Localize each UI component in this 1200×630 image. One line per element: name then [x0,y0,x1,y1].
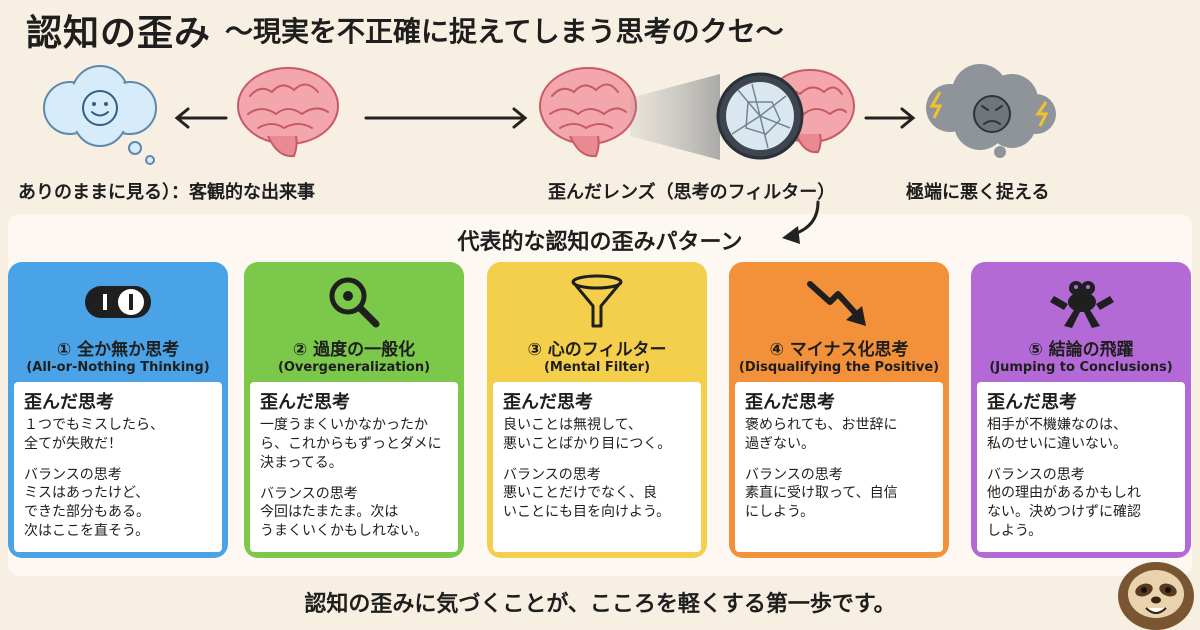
card-header: ④ マイナス化思考 (Disqualifying the Positive) [729,262,949,382]
flow-label-objective: ありのままに見る）：客観的な出来事 [18,182,315,203]
card-body: 歪んだ思考 １つでもミスしたら、 全てが失敗だ！ バランスの思考 ミスはあったけ… [14,382,222,552]
card-header: ② 過度の一般化 (Overgeneralization) [244,262,464,382]
pattern-card-disqualifying-positive: ④ マイナス化思考 (Disqualifying the Positive) 歪… [729,262,949,558]
balanced-thought: ミスはあったけど、 できた部分もある。 次はここを直そう。 [24,485,150,539]
arrow-right-icon [864,107,916,129]
distorted-label: 歪んだ思考 [745,392,835,413]
flow-label-negative: 極端に悪く捉える [906,182,1050,203]
title-main: 認知の歪み [26,13,212,54]
cracked-lens-icon [716,72,804,160]
card-body: 歪んだ思考 一度うまくいかなかったか ら、これからもずっとダメに 決まってる。 … [250,382,458,552]
card-title: ④ マイナス化思考 [769,340,909,360]
toggle-switch-icon [8,272,228,332]
card-body: 歪んだ思考 相手が不機嫌なのは、 私のせいに違いない。 バランスの思考 他の理由… [977,382,1185,552]
card-english-title: (Disqualifying the Positive) [738,360,940,375]
balanced-label: バランスの思考 [503,467,601,483]
title-subtitle: 〜現実を不正確に捉えてしまう思考のクセ〜 [225,15,784,48]
card-english-title: (Jumping to Conclusions) [989,360,1173,375]
patterns-heading: 代表的な認知の歪みパターン [457,230,743,255]
card-title: ⑤ 結論の飛躍 [1028,340,1134,360]
lens-beam [630,74,720,160]
card-header: ③ 心のフィルター (Mental Filter) [487,262,707,382]
storm-cloud-icon [926,64,1056,158]
card-title: ① 全か無か思考 [56,340,180,360]
arrow-left-icon [174,107,228,129]
magnifier-icon [244,272,464,332]
card-english-title: (Overgeneralization) [277,360,431,375]
balanced-thought: 今回はたまたま。次は うまくいくかもしれない。 [260,504,428,539]
card-title: ③ 心のフィルター [527,340,667,360]
distorted-thought: 一度うまくいかなかったか ら、これからもずっとダメに 決まってる。 [260,417,442,471]
card-title: ② 過度の一般化 [292,340,416,360]
flow-label-lens: 歪んだレンズ（思考のフィルター） [548,182,836,203]
pattern-card-overgeneralization: ② 過度の一般化 (Overgeneralization) 歪んだ思考 一度うま… [244,262,464,558]
balanced-thought: 悪いことだけでなく、良 いことにも目を向けよう。 [503,485,671,520]
distorted-label: 歪んだ思考 [24,392,114,413]
distorted-thought: 良いことは無視して、 悪いことばかり目につく。 [503,417,672,452]
happy-cloud-icon [43,65,157,165]
footer-message: 認知の歪みに気づくことが、こころを軽くする第一歩です。 [304,592,896,617]
balanced-label: バランスの思考 [24,467,122,483]
pattern-card-jumping-to-conclusions: ⑤ 結論の飛躍 (Jumping to Conclusions) 歪んだ思考 相… [971,262,1191,558]
brain-icon [539,67,637,158]
card-english-title: (All-or-Nothing Thinking) [26,360,210,375]
distorted-label: 歪んだ思考 [503,392,593,413]
page-title: 認知の歪み 〜現実を不正確に捉えてしまう思考のクセ〜 [26,6,784,54]
balanced-thought: 他の理由があるかもしれ ない。決めつけずに確認 しよう。 [987,485,1141,539]
brain-icon [237,67,339,158]
card-body: 歪んだ思考 褒められても、お世辞に 過ぎない。 バランスの思考 素直に受け取って… [735,382,943,552]
pattern-card-all-or-nothing: ① 全か無か思考 (All-or-Nothing Thinking) 歪んだ思考… [8,262,228,558]
card-body: 歪んだ思考 良いことは無視して、 悪いことばかり目につく。 バランスの思考 悪い… [493,382,701,552]
arrow-right-icon [364,107,528,129]
distorted-thought: １つでもミスしたら、 全てが失敗だ！ [24,417,164,452]
down-trend-arrow-icon [729,272,949,332]
distorted-label: 歪んだ思考 [260,392,350,413]
funnel-icon [487,272,707,332]
balanced-thought: 素直に受け取って、自信 にしよう。 [745,485,898,520]
distorted-thought: 相手が不機嫌なのは、 私のせいに違いない。 [987,417,1127,452]
balanced-label: バランスの思考 [745,467,843,483]
frog-icon [971,272,1191,332]
distorted-thought: 褒められても、お世辞に 過ぎない。 [745,417,898,452]
flow-illustration [43,64,1056,165]
sloth-icon [1118,562,1194,630]
balanced-label: バランスの思考 [260,486,358,502]
card-header: ① 全か無か思考 (All-or-Nothing Thinking) [8,262,228,382]
curved-arrow-icon [782,200,820,244]
pattern-card-mental-filter: ③ 心のフィルター (Mental Filter) 歪んだ思考 良いことは無視し… [487,262,707,558]
balanced-label: バランスの思考 [987,467,1085,483]
distorted-label: 歪んだ思考 [987,392,1077,413]
card-english-title: (Mental Filter) [543,360,651,375]
card-header: ⑤ 結論の飛躍 (Jumping to Conclusions) [971,262,1191,382]
